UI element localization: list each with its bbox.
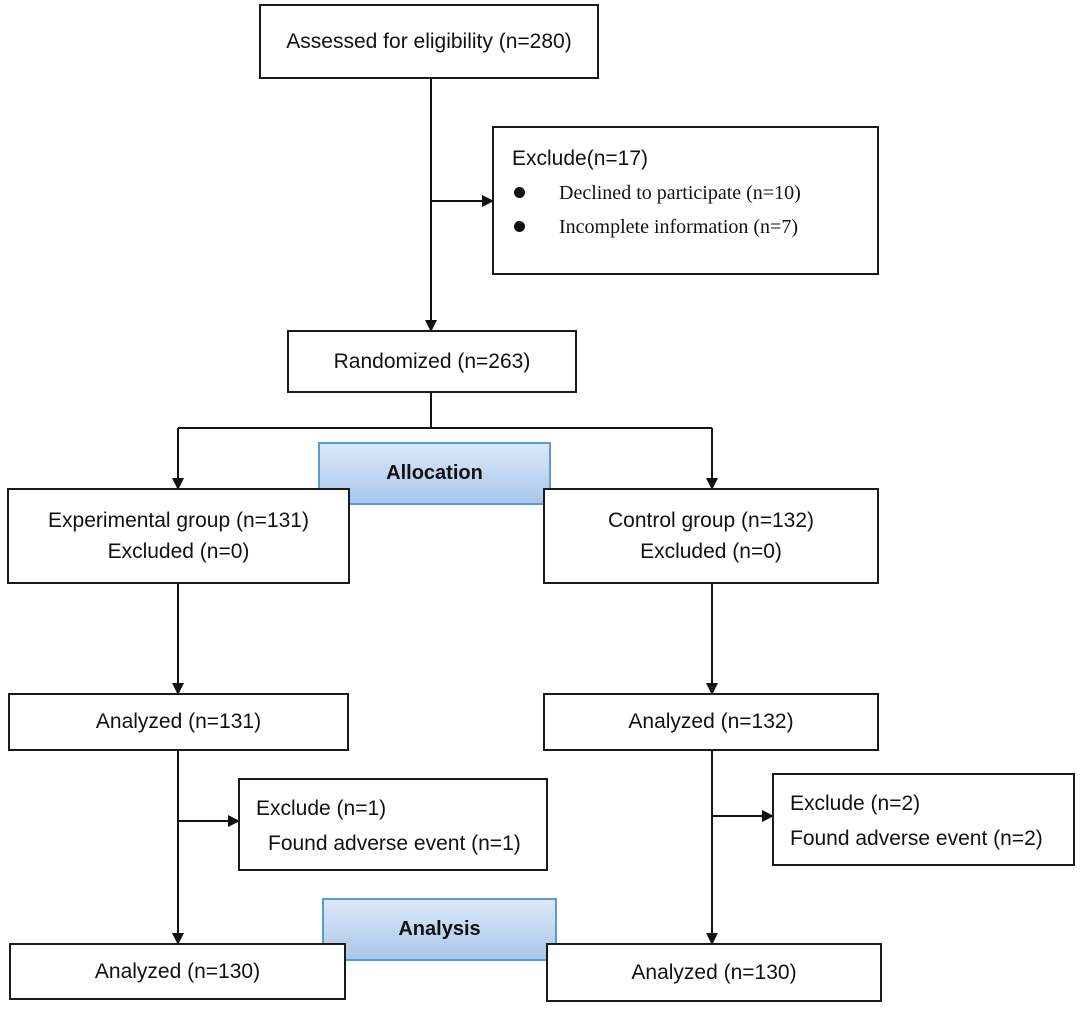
control-excluded-text: Excluded (n=0) (640, 540, 782, 563)
exclude-experimental-heading: Exclude (n=1) (256, 797, 387, 820)
assessed-text: Assessed for eligibility (n=280) (286, 29, 572, 53)
control-group-box: Control group (n=132) Excluded (n=0) (543, 488, 879, 584)
analysis-text: Analysis (398, 918, 481, 940)
experimental-group-box: Experimental group (n=131) Excluded (n=0… (7, 488, 350, 584)
exclude-control-box: Exclude (n=2) Found adverse event (n=2) (772, 773, 1075, 866)
exclude-top-item: Incomplete information (n=7) (512, 210, 859, 244)
analyzed-experimental-final-box: Analyzed (n=130) (9, 943, 346, 1000)
analyzed-control-final-text: Analyzed (n=130) (631, 960, 797, 984)
allocation-text: Allocation (386, 462, 483, 484)
analyzed-experimental-box: Analyzed (n=131) (8, 693, 349, 751)
exclude-top-heading: Exclude(n=17) (512, 147, 648, 170)
randomized-text: Randomized (n=263) (333, 349, 531, 373)
analysis-label: Analysis (322, 898, 557, 961)
bullet-icon (514, 221, 525, 233)
analyzed-control-box: Analyzed (n=132) (543, 693, 879, 751)
exclude-top-item: Declined to participate (n=10) (512, 176, 859, 210)
analyzed-control-final-box: Analyzed (n=130) (546, 943, 882, 1002)
exclude-control-reason: Found adverse event (n=2) (790, 826, 1043, 850)
exclude-control-heading: Exclude (n=2) (790, 792, 921, 815)
analyzed-experimental-text: Analyzed (n=131) (95, 710, 262, 734)
bullet-icon (514, 187, 525, 199)
exclude-top-box: Exclude(n=17) Declined to participate (n… (492, 126, 879, 275)
experimental-excluded-text: Excluded (n=0) (107, 540, 250, 563)
control-group-text: Control group (n=132) (607, 508, 815, 532)
analyzed-experimental-final-text: Analyzed (n=130) (94, 959, 261, 983)
exclude-top-item-text: Declined to participate (n=10) (559, 181, 801, 204)
assessed-box: Assessed for eligibility (n=280) (259, 4, 599, 79)
exclude-experimental-box: Exclude (n=1) Found adverse event (n=1) (238, 778, 548, 871)
randomized-box: Randomized (n=263) (287, 330, 577, 393)
analyzed-control-text: Analyzed (n=132) (628, 710, 794, 734)
allocation-label: Allocation (318, 442, 551, 505)
exclude-experimental-reason: Found adverse event (n=1) (268, 831, 521, 855)
exclude-top-item-text: Incomplete information (n=7) (559, 215, 798, 238)
experimental-group-text: Experimental group (n=131) (48, 508, 309, 532)
